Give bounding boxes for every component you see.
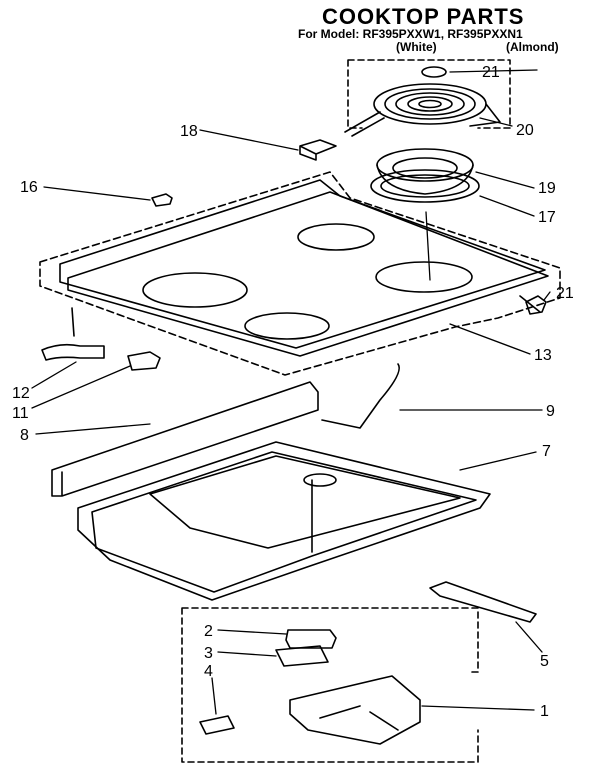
part-16-terminal-block (299, 139, 337, 161)
part-20-cap (421, 66, 447, 78)
callout-19: 20 (516, 122, 534, 139)
part-17-trim-ring (370, 169, 480, 203)
page-title: COOKTOP PARTS (322, 4, 525, 29)
part-2-switch (285, 629, 337, 649)
callout-16: 18 (180, 123, 198, 140)
callout-9: 9 (546, 403, 555, 420)
part-19-coil-element (344, 83, 501, 137)
part-1-switch-assembly (289, 675, 421, 745)
variant-white: (White) (396, 40, 437, 54)
callout-8: 8 (20, 427, 29, 444)
callout-2: 2 (204, 623, 213, 640)
model-line: For Model: RF395PXXW1, RF395PXXN1 (298, 27, 523, 41)
variant-almond: (Almond) (506, 40, 559, 54)
callout-12: 12 (12, 385, 30, 402)
callout-3: 3 (204, 645, 213, 662)
callout-13: 13 (534, 347, 552, 364)
part-3-insulator (275, 645, 329, 667)
part-18-drip-bowl (376, 148, 474, 195)
part-7-burner-box (77, 441, 491, 601)
callout-18: 19 (538, 180, 556, 197)
part-15-clip (151, 193, 173, 207)
part-11-clip (127, 351, 161, 371)
switch-group-box (181, 607, 479, 763)
part-4-terminal (199, 715, 235, 735)
callout-11: 11 (12, 405, 29, 422)
callout-7: 7 (542, 443, 551, 460)
callout-20: 21 (482, 64, 500, 81)
part-8-rear-panel (51, 381, 319, 497)
callout-21: 21 (556, 285, 574, 302)
part-12-hinge (41, 343, 105, 361)
element-group-box (347, 59, 511, 129)
callout-4: 4 (204, 663, 213, 680)
callout-5: 5 (540, 653, 549, 670)
part-5-bracket (429, 581, 537, 623)
part-13-cooktop (39, 171, 561, 376)
callout-15: 16 (20, 179, 38, 196)
callout-1: 1 (540, 703, 549, 720)
part-9-rod (321, 363, 400, 429)
callout-17: 17 (538, 209, 556, 226)
part-21-clip (525, 295, 547, 315)
